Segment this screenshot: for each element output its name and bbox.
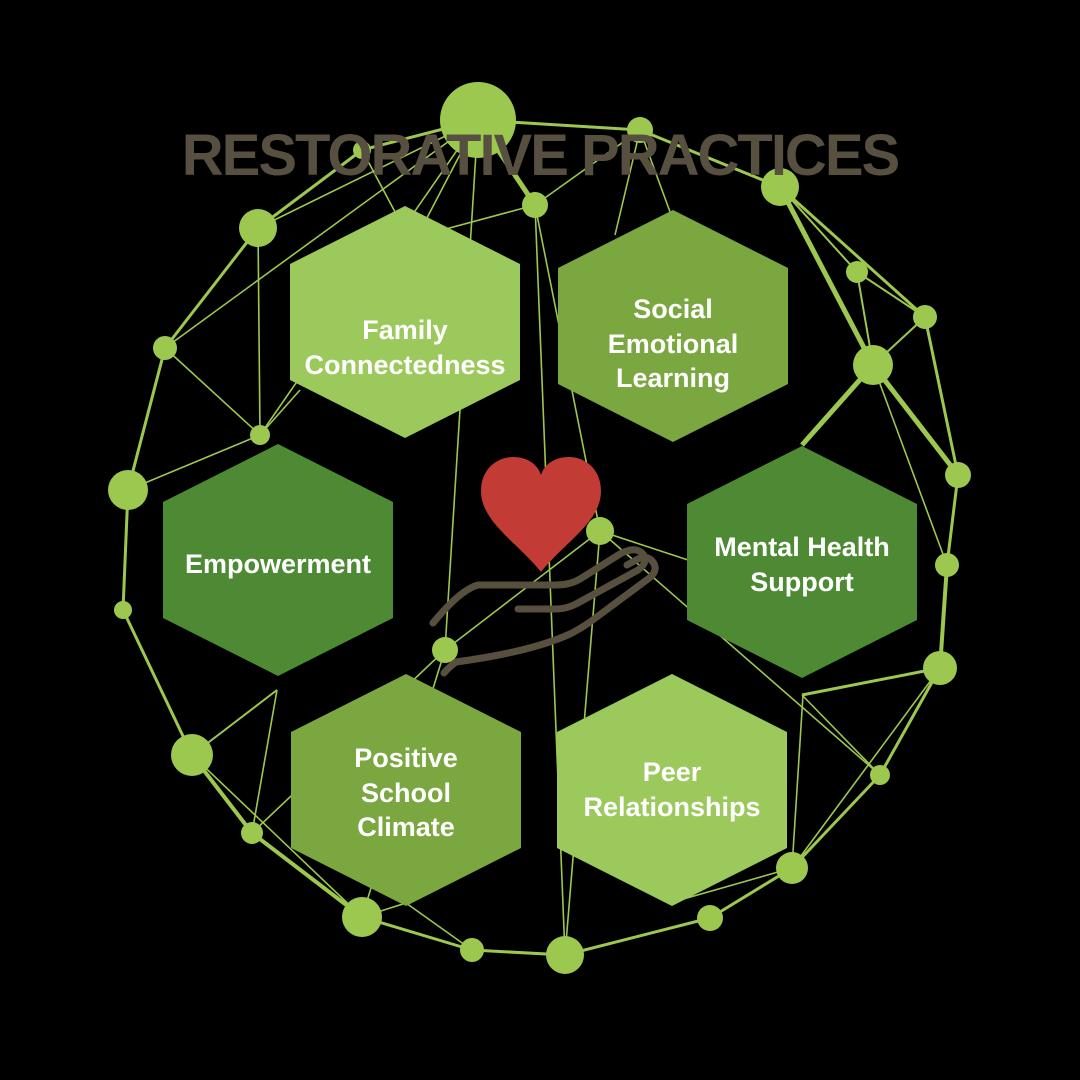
hexagon-label: Mental Health Support (714, 532, 890, 597)
page-title: RESTORATIVE PRACTICES (181, 123, 900, 188)
hexagon-label: Peer Relationships (583, 757, 761, 822)
heart-icon (481, 457, 601, 572)
hexagon-label: Positive School Climate (354, 743, 458, 843)
hexagon-label: Empowerment (184, 548, 372, 579)
hexagon-positive-school-climate: Positive School Climate (291, 674, 521, 906)
hand-icon (429, 546, 659, 677)
hexagon-label: Family Connectedness (304, 315, 506, 380)
hexagon-label: Social Emotional Learning (607, 294, 739, 394)
hexagon-peer-relationships: Peer Relationships (557, 674, 787, 906)
